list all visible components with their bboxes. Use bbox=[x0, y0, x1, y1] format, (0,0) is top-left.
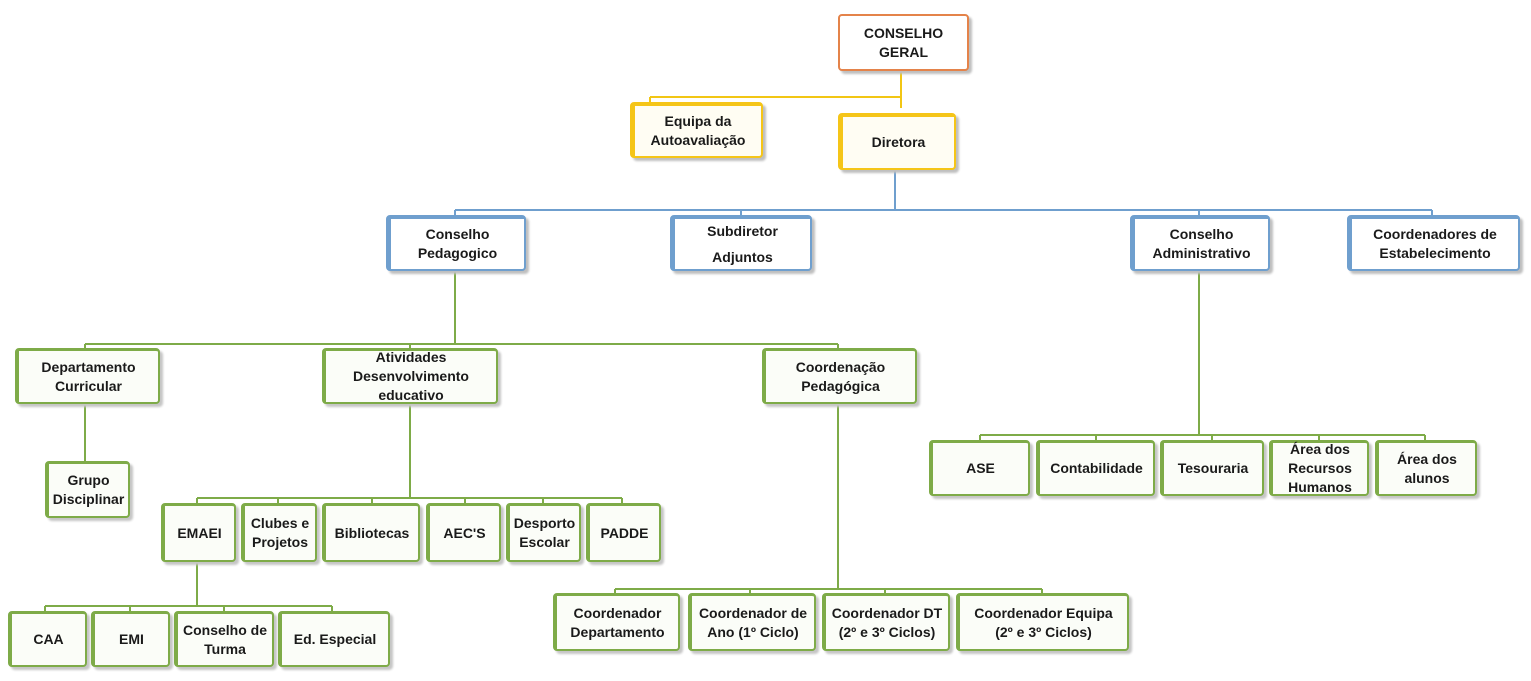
node-tesouraria: Tesouraria bbox=[1160, 440, 1264, 496]
node-label: Contabilidade bbox=[1050, 460, 1143, 476]
node-coordenacao-pedagogica: Coordenação Pedagógica bbox=[762, 348, 917, 404]
node-label: Desenvolvimento bbox=[353, 368, 469, 384]
node-label: Diretora bbox=[871, 134, 926, 150]
node-emi: EMI bbox=[91, 611, 170, 667]
node-atividades-desenvolvimento: Atividades Desenvolvimento educativo bbox=[322, 348, 498, 404]
node-label: alunos bbox=[1404, 469, 1450, 486]
node-label: Conselho bbox=[425, 226, 490, 242]
node-label: Desporto bbox=[513, 515, 576, 531]
node-conselho-turma: Conselho de Turma bbox=[174, 611, 274, 667]
node-label: Conselho de bbox=[182, 621, 267, 638]
node-label: AEC'S bbox=[443, 524, 486, 541]
node-label: Coordenação bbox=[795, 358, 886, 375]
node-label: Curricular bbox=[55, 377, 122, 394]
node-clubes-projetos: Clubes e Projetos bbox=[241, 503, 317, 562]
node-label: Área dos bbox=[1290, 441, 1350, 457]
node-bibliotecas: Bibliotecas bbox=[322, 503, 420, 562]
node-label: Coordenador DT bbox=[831, 604, 943, 621]
node-label: Bibliotecas bbox=[334, 524, 410, 541]
node-label: Escolar bbox=[519, 534, 570, 550]
node-label: ASE bbox=[966, 460, 995, 476]
node-ed-especial: Ed. Especial bbox=[278, 611, 390, 667]
node-contabilidade: Contabilidade bbox=[1036, 440, 1155, 496]
node-coordenador-dt: Coordenador DT (2º e 3º Ciclos) bbox=[822, 593, 950, 651]
node-grupo-disciplinar: Grupo Disciplinar bbox=[45, 461, 130, 518]
node-aecs: AEC'S bbox=[426, 503, 501, 562]
node-area-recursos-humanos: Área dos Recursos Humanos bbox=[1269, 440, 1369, 496]
node-label: Área dos bbox=[1397, 450, 1457, 467]
node-label: Grupo bbox=[67, 472, 110, 488]
node-label: Ed. Especial bbox=[293, 631, 377, 647]
node-coordenador-departamento: Coordenador Departamento bbox=[553, 593, 680, 651]
node-label: Adjuntos bbox=[712, 249, 773, 265]
node-label: Departamento bbox=[41, 358, 136, 375]
node-label: Coordenador Equipa bbox=[974, 604, 1113, 621]
node-label: Turma bbox=[204, 640, 246, 657]
node-conselho-pedagogico: Conselho Pedagogico bbox=[386, 215, 526, 271]
node-coordenador-equipa: Coordenador Equipa (2º e 3º Ciclos) bbox=[956, 593, 1129, 651]
node-desporto-escolar: Desporto Escolar bbox=[506, 503, 581, 562]
node-label: Ano (1º Ciclo) bbox=[707, 623, 799, 640]
node-label: Disciplinar bbox=[52, 491, 125, 507]
node-label: Humanos bbox=[1288, 479, 1352, 495]
node-diretora: Diretora bbox=[838, 113, 956, 170]
node-conselho-administrativo: Conselho Administrativo bbox=[1130, 215, 1270, 271]
node-label: Departamento bbox=[570, 623, 665, 640]
node-label: (2º e 3º Ciclos) bbox=[838, 623, 936, 640]
node-label: Tesouraria bbox=[1177, 460, 1249, 476]
node-subdiretor: Subdiretor Adjuntos bbox=[670, 215, 812, 271]
node-caa: CAA bbox=[8, 611, 87, 667]
node-label: Coordenadores de bbox=[1373, 226, 1497, 242]
node-label: Administrativo bbox=[1152, 245, 1251, 261]
node-label: EMAEI bbox=[177, 524, 222, 541]
node-label: Coordenador bbox=[573, 604, 662, 621]
node-padde: PADDE bbox=[586, 503, 661, 562]
node-label: CAA bbox=[33, 631, 64, 647]
node-label: Coordenador de bbox=[698, 604, 808, 621]
node-label: educativo bbox=[378, 387, 444, 403]
node-label: Subdiretor bbox=[707, 223, 778, 239]
node-label: Clubes e bbox=[250, 515, 310, 531]
node-label: Pedagogico bbox=[417, 245, 498, 261]
node-conselho-geral: CONSELHO GERAL bbox=[838, 14, 969, 71]
node-label: CONSELHO bbox=[863, 24, 944, 41]
node-coordenadores-estabelecimento: Coordenadores de Estabelecimento bbox=[1347, 215, 1520, 271]
node-label: Projetos bbox=[251, 534, 308, 550]
node-label: Estabelecimento bbox=[1379, 245, 1491, 261]
node-label: Pedagógica bbox=[801, 377, 880, 394]
node-label: (2º e 3º Ciclos) bbox=[995, 623, 1092, 640]
node-emaei: EMAEI bbox=[161, 503, 236, 562]
node-coordenador-ano: Coordenador de Ano (1º Ciclo) bbox=[688, 593, 816, 651]
node-label: EMI bbox=[119, 631, 144, 647]
node-area-alunos: Área dos alunos bbox=[1375, 440, 1477, 496]
node-label: Atividades bbox=[375, 349, 447, 365]
node-label: GERAL bbox=[879, 43, 928, 60]
node-departamento-curricular: Departamento Curricular bbox=[15, 348, 160, 404]
node-label: PADDE bbox=[600, 524, 649, 541]
node-label: Recursos bbox=[1288, 460, 1352, 476]
node-label: Equipa da bbox=[664, 113, 732, 129]
node-ase: ASE bbox=[929, 440, 1030, 496]
node-equipa-autoavaliacao: Equipa da Autoavaliação bbox=[630, 102, 763, 158]
node-label: Conselho bbox=[1169, 226, 1234, 242]
node-label: Autoavaliação bbox=[650, 132, 746, 148]
